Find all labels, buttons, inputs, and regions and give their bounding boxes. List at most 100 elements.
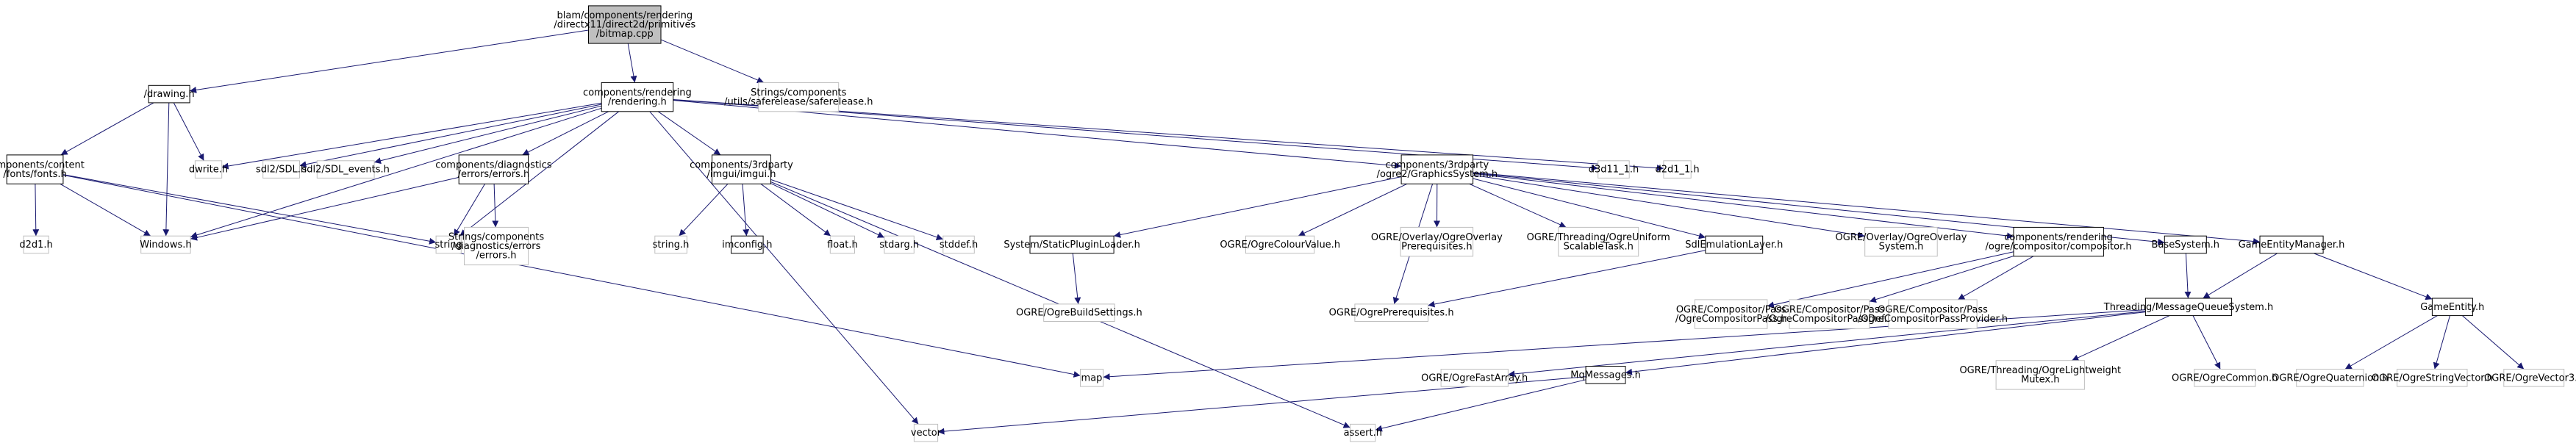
node-box xyxy=(1995,360,2085,390)
node-label: float.h xyxy=(827,239,858,251)
edge-drawing_h-to-fonts_h xyxy=(60,102,154,156)
edge-compositor_h-to-ogrecompositorpassprovider_h xyxy=(1957,256,2034,300)
node-label: Mutex.h xyxy=(2021,375,2059,386)
node-messagequeuesystem-h[interactable]: Threading/MessageQueueSystem.h xyxy=(2103,298,2273,317)
node-gameentity-h[interactable]: GameEntity.h xyxy=(2420,298,2484,317)
node-drawing-h[interactable]: /drawing.h xyxy=(144,84,195,104)
node-label: OGRE/Overlay/OgreOverlay xyxy=(1371,232,1503,243)
node-label: System/StaticPluginLoader.h xyxy=(1003,239,1140,251)
node-box xyxy=(1043,303,1115,322)
node-ogrequaternion-h: OGRE/OgreQuaternion.h xyxy=(2272,369,2389,387)
node-stdarg-h: stdarg.h xyxy=(879,235,919,254)
edge-imgui_h-to-stddef_h xyxy=(770,179,943,241)
node-label: sdl2/SDL_events.h xyxy=(301,165,389,176)
edge-errors_h-to-strings_errors_h xyxy=(492,184,499,228)
edge-imgui_h-to-float_h xyxy=(760,183,831,237)
node-label: Threading/MessageQueueSystem.h xyxy=(2103,302,2273,313)
node-label: OGRE/OgreQuaternion.h xyxy=(2272,372,2389,383)
edge-drawing_h-to-windows_h xyxy=(162,102,170,237)
node-box xyxy=(23,235,49,254)
node-label: MqMessages.h xyxy=(1570,370,1641,381)
edge-gameentity_h-to-ogrevector3_h xyxy=(2462,315,2525,370)
edge-messagequeuesystem_h-to-ogrecommon_h xyxy=(2192,315,2221,370)
node-label: System.h xyxy=(1879,241,1924,252)
node-box xyxy=(913,423,939,442)
node-box xyxy=(435,235,462,254)
node-label: string.h xyxy=(653,239,690,251)
node-box xyxy=(712,154,771,184)
edge-sdlemulationlayer_h-to-ogreprerequisites_h xyxy=(1428,250,1706,308)
node-label: OGRE/Compositor/Pass xyxy=(1775,304,1885,315)
node-label: dwrite.h xyxy=(189,165,228,176)
edge-fonts_h-to-d2d1_h xyxy=(32,184,40,237)
node-label: /OgreCompositorPassProvider.h xyxy=(1858,314,2008,325)
node-box xyxy=(884,235,915,254)
node-sdlemulationlayer-h[interactable]: SdlEmulationLayer.h xyxy=(1685,235,1783,254)
node-box xyxy=(140,235,191,254)
node-label: OGRE/Threading/OgreLightweight xyxy=(1959,365,2121,376)
node-box xyxy=(1789,299,1870,329)
node-basesystem-h[interactable]: BaseSystem.h xyxy=(2152,235,2220,254)
node-box xyxy=(758,82,840,112)
node-box xyxy=(1864,226,1938,257)
node-box xyxy=(601,82,674,112)
node-imconfig-h[interactable]: imconfig.h xyxy=(722,235,773,254)
node-label: stddef.h xyxy=(940,239,978,251)
edge-rendering_h-to-windows_h xyxy=(190,107,602,239)
node-mqmessages-h[interactable]: MqMessages.h xyxy=(1570,366,1641,384)
node-label: GameEntity.h xyxy=(2420,302,2484,313)
node-fonts-h[interactable]: components/content/fonts/fonts.h xyxy=(0,154,85,184)
node-label: /drawing.h xyxy=(144,89,195,100)
node-label: /OgreCompositorPassDef.h xyxy=(1766,314,1893,325)
edge-messagequeuesystem_h-to-mqmessages_h xyxy=(1625,311,2146,375)
node-graphicssystem-h[interactable]: components/3rdparty/ogre2/GraphicsSystem… xyxy=(1377,154,1498,184)
edge-gameentity_h-to-ogrestringvector_h xyxy=(2433,315,2450,370)
node-box xyxy=(1558,226,1639,257)
dependency-edges xyxy=(32,29,2525,435)
node-gameentitymanager-h[interactable]: GameEntityManager.h xyxy=(2239,235,2345,254)
edge-bitmap_cpp-to-saferelease_h xyxy=(660,39,765,84)
node-ogrecompositorpassdef-h: OGRE/Compositor/Pass/OgreCompositorPassD… xyxy=(1766,299,1893,329)
node-staticpluginloader-h[interactable]: System/StaticPluginLoader.h xyxy=(1003,235,1140,254)
node-saferelease-h: Strings/components/utils/saferelease/saf… xyxy=(724,82,873,112)
edge-gameentity_h-to-ogrequaternion_h xyxy=(2344,315,2438,370)
edge-graphicssystem_h-to-staticpluginloader_h xyxy=(1113,176,1402,238)
edge-errors_h-to-windows_h xyxy=(190,176,459,241)
edge-imgui_h-to-string_h xyxy=(679,183,729,237)
node-compositor-h[interactable]: components/rendering/ogre/compositor/com… xyxy=(1986,226,2132,257)
edge-rendering_h-to-string xyxy=(459,111,620,237)
node-label: OGRE/Compositor/Pass xyxy=(1878,304,1988,315)
node-imgui-h[interactable]: components/3rdparty/imgui/imgui.h xyxy=(690,154,793,184)
node-rendering-h[interactable]: components/rendering/rendering.h xyxy=(583,82,692,112)
edge-imgui_h-to-imconfig_h xyxy=(742,184,750,237)
node-box xyxy=(2164,235,2207,254)
node-bitmap-cpp[interactable]: blam/components/rendering/directx11/dire… xyxy=(554,5,695,44)
edge-bitmap_cpp-to-rendering_h xyxy=(627,43,637,83)
node-box xyxy=(1350,423,1376,442)
edge-graphicssystem_h-to-sdlemulationlayer_h xyxy=(1473,178,1706,239)
node-label: d3d11_1.h xyxy=(1589,165,1639,176)
node-label: components/3rdparty xyxy=(690,159,793,170)
node-label: /diagnostics/errors xyxy=(452,241,541,252)
node-box xyxy=(2431,298,2473,317)
edge-rendering_h-to-vector xyxy=(649,111,919,425)
node-label: OGRE/Overlay/OgreOverlay xyxy=(1836,232,1967,243)
node-label: OGRE/OgreColourValue.h xyxy=(1220,239,1340,251)
edge-gameentitymanager_h-to-messagequeuesystem_h xyxy=(2203,253,2278,299)
node-errors-h[interactable]: components/diagnostics/errors/errors.h xyxy=(435,154,552,184)
node-box xyxy=(1400,226,1474,257)
node-box xyxy=(6,154,64,184)
node-box xyxy=(2259,235,2324,254)
node-label: components/rendering xyxy=(2004,232,2113,243)
node-label: OGRE/Threading/OgreUniform xyxy=(1527,232,1670,243)
edge-fonts_h-to-windows_h xyxy=(60,183,151,237)
edge-rendering_h-to-sdl_events_h xyxy=(373,105,602,165)
node-label: components/content xyxy=(0,159,85,170)
edge-errors_h-to-string xyxy=(453,184,486,237)
node-label: OGRE/Compositor/Pass xyxy=(1676,304,1786,315)
edge-messagequeuesystem_h-to-ogrelightweightmutex_h xyxy=(2071,315,2170,361)
node-label: imconfig.h xyxy=(722,239,772,251)
node-ogrestringvector-h: OGRE/OgreStringVector.h xyxy=(2372,369,2493,387)
